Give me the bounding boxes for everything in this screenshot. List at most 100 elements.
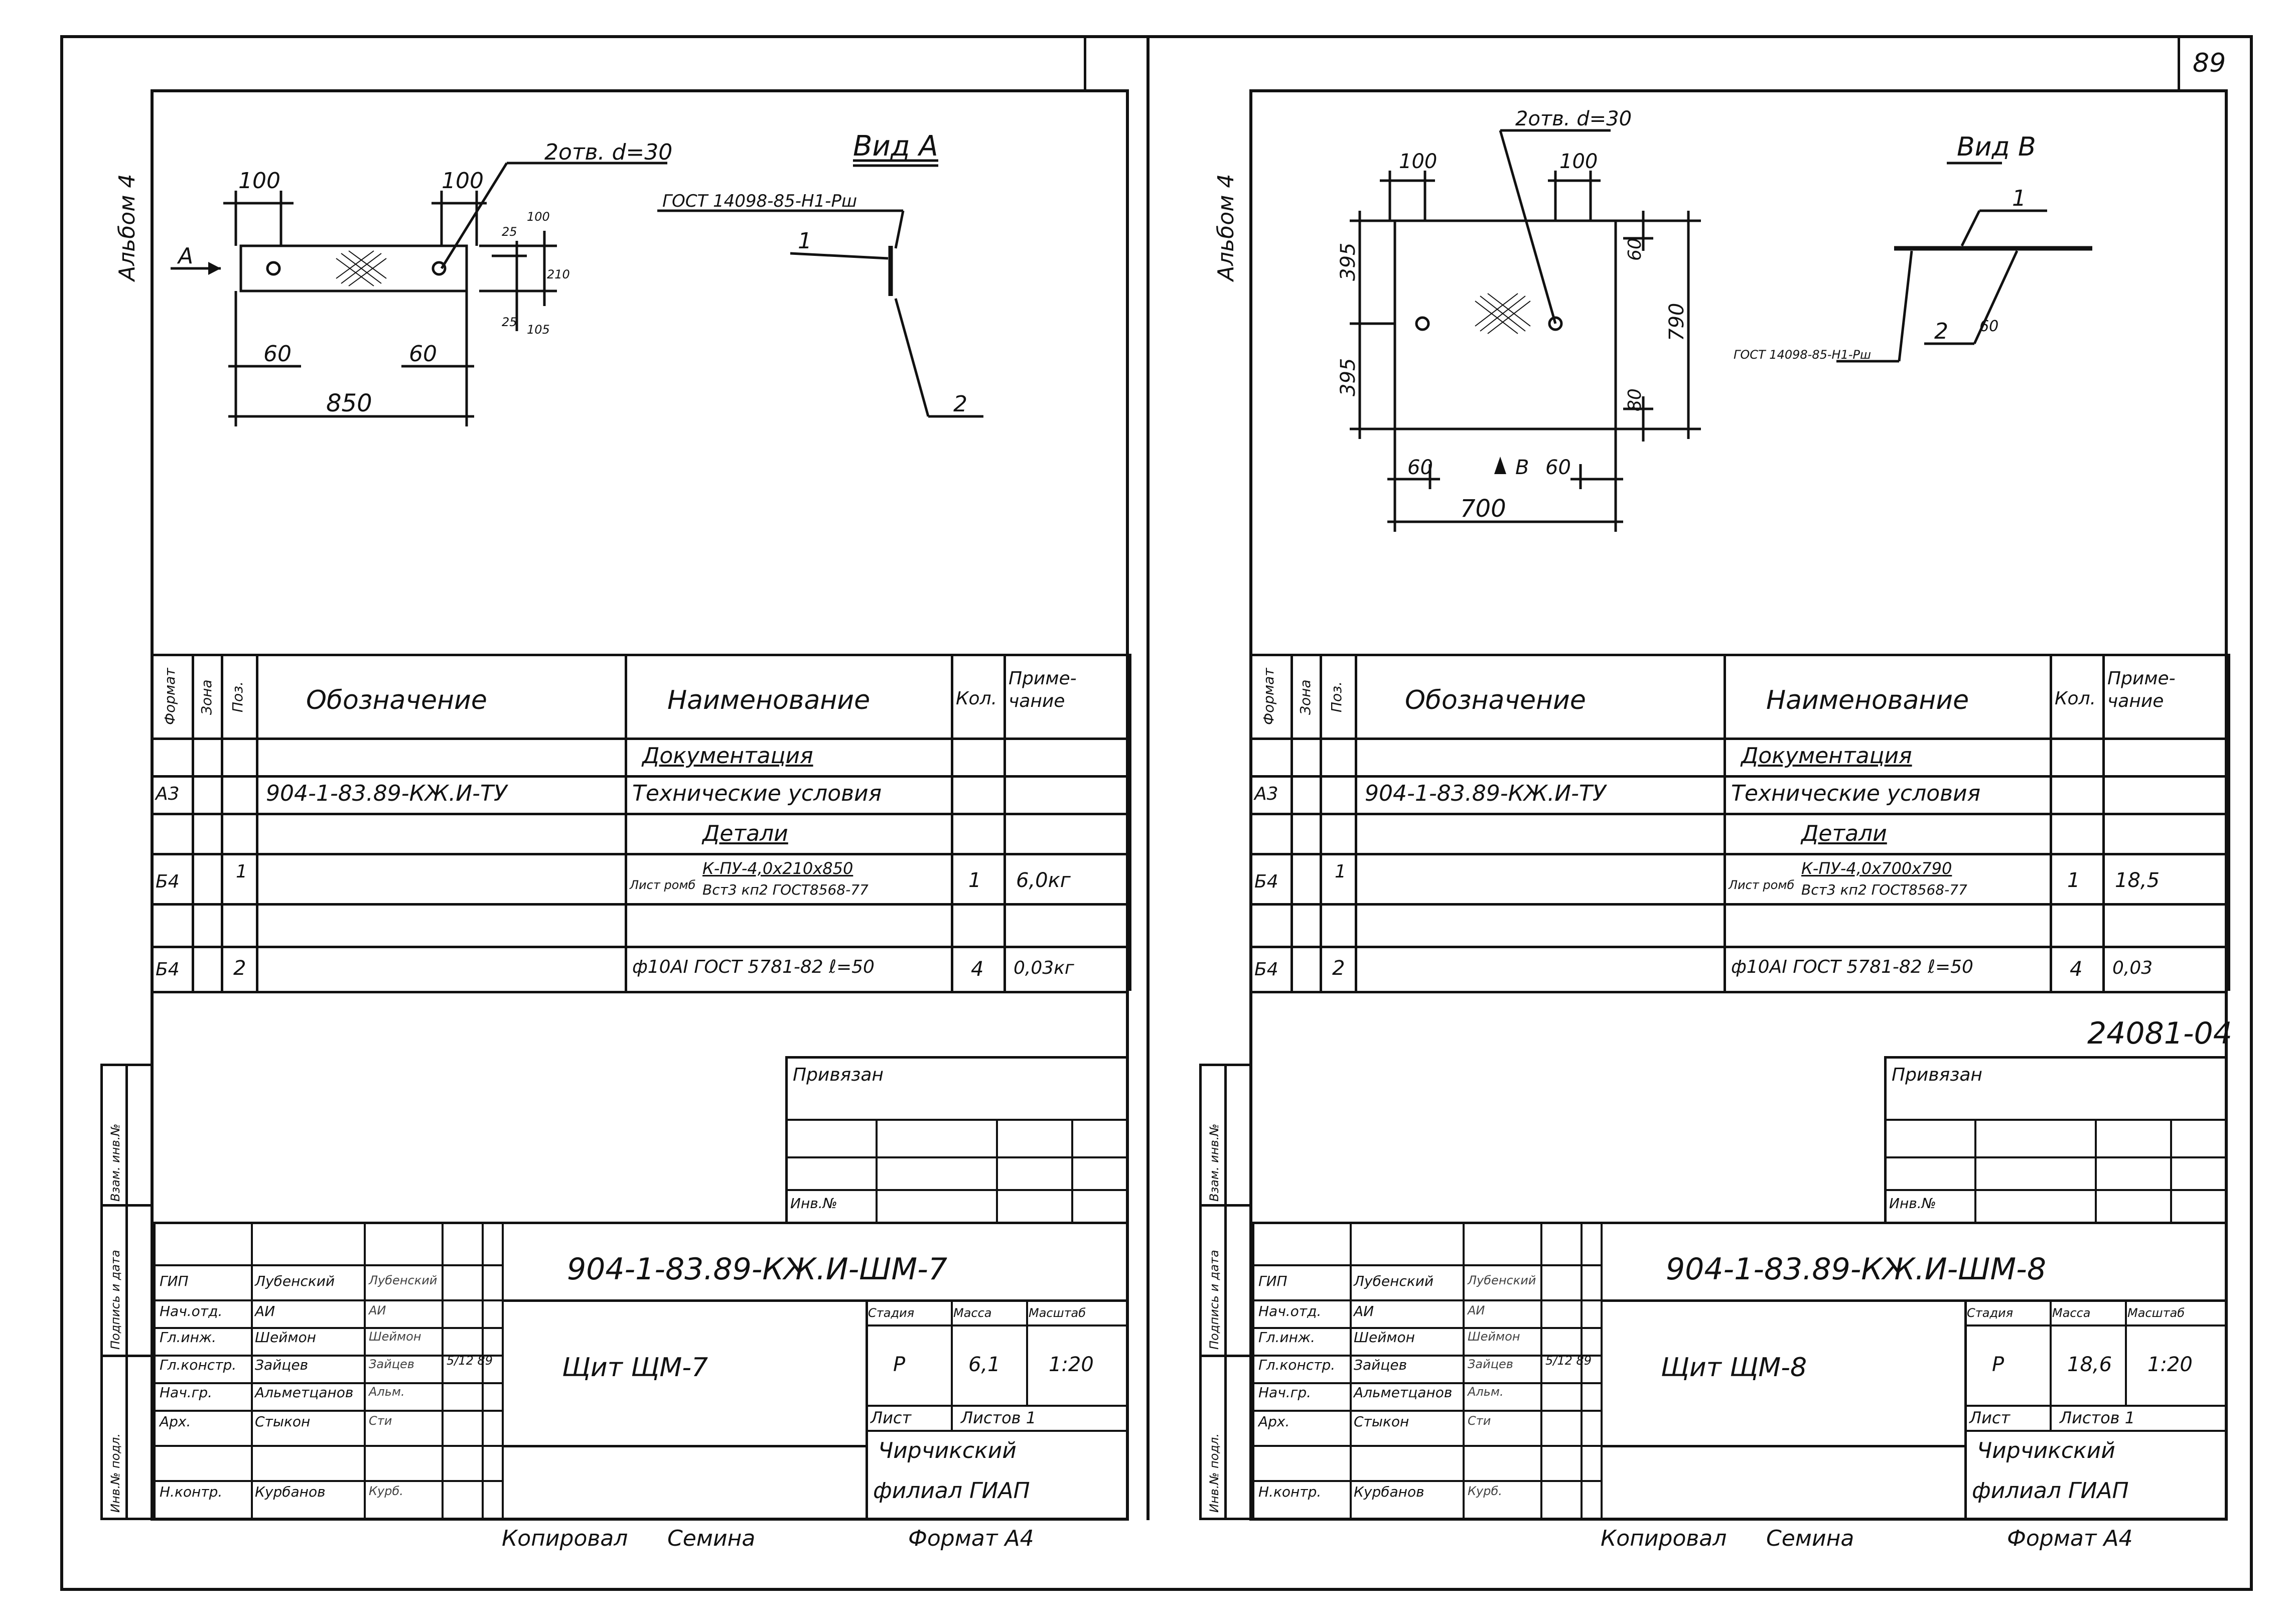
center-divider: [1146, 35, 1150, 1520]
footer-copier: Семина: [1766, 1526, 1854, 1551]
title-code: 904-1-83.89-КЖ.И-ШМ-8: [1666, 1252, 2046, 1287]
footer-copied: Копировал: [502, 1526, 628, 1551]
top-tab-divider: [1084, 35, 1086, 90]
spec-doc-name: Технические условия: [1731, 781, 1981, 806]
title-person-row-5: [1249, 1410, 1601, 1412]
spec-row-line-5: [151, 903, 1129, 906]
dim-text: 80: [1625, 388, 1645, 411]
person-name-7: Курбанов: [255, 1484, 326, 1500]
view-gost: ГОСТ 14098-85-Н1-Рш: [1734, 348, 1871, 362]
title-person-row-4: [1249, 1382, 1601, 1384]
drawing-shchm-8: 100 100 395 395 60 790 80 60 60 700 В 2о…: [1337, 107, 2092, 532]
spec-doc-name: Технические условия: [632, 781, 882, 806]
person-role-1: Нач.отд.: [1258, 1303, 1322, 1319]
person-name-5: Стыкон: [1354, 1413, 1409, 1430]
spec-header-format: Формат: [1260, 668, 1277, 725]
spec-r2-format: Б4: [156, 959, 180, 980]
inv-label: Инв.№: [790, 1195, 837, 1212]
title-stage: Р: [893, 1353, 906, 1376]
footer-format: Формат А4: [2007, 1526, 2133, 1551]
side-label-1: Подпись и дата: [1207, 1250, 1221, 1350]
side-strip-row-2: [100, 1355, 153, 1357]
title-org1: Чирчикский: [878, 1438, 1017, 1463]
footer-format: Формат А4: [908, 1526, 1034, 1551]
title-person-row-6: [1249, 1445, 1601, 1447]
spec-doc-section: Документация: [1741, 743, 1912, 769]
binding-row-1: [1884, 1156, 2228, 1158]
spec-col-line-7: [1129, 654, 1131, 991]
title-person-col-0: [1350, 1222, 1352, 1518]
dim-text: 25: [502, 315, 517, 329]
binding-col-1: [996, 1119, 998, 1222]
view-arrow-label: В: [1515, 456, 1529, 479]
hole-note: 2отв. d=30: [1515, 107, 1632, 130]
title-stage-left: [1964, 1299, 1967, 1518]
person-role-0: ГИП: [160, 1273, 189, 1289]
person-role-5: Арх.: [160, 1413, 191, 1430]
spec-r2-note: 0,03кг: [1014, 958, 1074, 978]
title-person-row-7: [1249, 1480, 1601, 1482]
dim-text: 60: [1979, 318, 1998, 335]
spec-r1-format: Б4: [1254, 871, 1278, 892]
spec-r2-pos: 2: [233, 957, 246, 980]
person-name-4: Альметцанов: [1354, 1384, 1453, 1401]
binding-col-0: [876, 1119, 878, 1222]
side-label-0: Взам. инв.№: [1207, 1123, 1221, 1202]
title-person-row-0: [151, 1264, 502, 1266]
side-label-2: Инв.№ подл.: [108, 1433, 122, 1513]
spec-row-line-2: [1249, 775, 2228, 778]
title-org1: Чирчикский: [1977, 1438, 2115, 1463]
hole-note: 2отв. d=30: [544, 139, 672, 165]
title-mass-h: Масса: [2052, 1306, 2091, 1320]
callout-2: 2: [953, 391, 967, 417]
person-sign-2: Шеймон: [369, 1330, 421, 1344]
inner-frame-right: [1126, 89, 1129, 1519]
title-person-col-0: [251, 1222, 253, 1518]
inv-label: Инв.№: [1889, 1195, 1936, 1212]
person-role-2: Гл.инж.: [1258, 1329, 1316, 1346]
inner-frame-right: [2225, 89, 2228, 1519]
plate-outline: [239, 244, 468, 292]
title-org2: филиал ГИАП: [873, 1478, 1030, 1504]
title-mass-h: Масса: [953, 1306, 992, 1320]
spec-header-format: Формат: [162, 668, 178, 725]
outer-frame-top: [60, 35, 2253, 38]
title-sheet-h: Лист: [871, 1408, 912, 1427]
person-role-3: Гл.констр.: [1258, 1357, 1336, 1373]
person-name-3: Зайцев: [255, 1357, 309, 1373]
person-sign-5: Сти: [369, 1414, 392, 1428]
spec-doc-section: Документация: [642, 743, 813, 769]
spec-header-zone: Зона: [1297, 679, 1314, 715]
spec-r1-name-bottom: Вст3 кп2 ГОСТ8568-77: [1801, 881, 1967, 898]
person-role-7: Н.контр.: [160, 1484, 223, 1500]
title-left-strip: [153, 1222, 156, 1518]
side-strip-outer: [100, 1064, 103, 1518]
dim-text: 790: [1665, 303, 1688, 341]
person-name-0: Лубенский: [255, 1273, 335, 1289]
title-person-row-6: [151, 1445, 502, 1447]
title-scale-h: Масштаб: [1029, 1306, 1086, 1320]
spec-row-line-1: [1249, 737, 2228, 740]
side-label-2: Инв.№ подл.: [1207, 1433, 1221, 1513]
dim-text: 395: [1337, 358, 1360, 396]
spec-col-line-6: [2102, 654, 2105, 991]
spec-col-line-2: [1320, 654, 1322, 991]
person-sign-1: АИ: [369, 1303, 386, 1317]
dim-text: 60: [1407, 456, 1433, 479]
spec-row-line-3: [1249, 813, 2228, 815]
side-strip-row-2: [1199, 1355, 1252, 1357]
dim-text: 25: [502, 225, 517, 239]
title-stage-left: [866, 1299, 868, 1518]
spec-row-line-0: [1249, 654, 2228, 656]
spec-col-line-3: [1355, 654, 1357, 991]
title-stage-col-1: [2125, 1299, 2127, 1405]
inner-frame-bottom: [1249, 1518, 2228, 1521]
view-gost: ГОСТ 14098-85-Н1-Рш: [662, 191, 857, 211]
person-role-0: ГИП: [1258, 1273, 1287, 1289]
person-role-1: Нач.отд.: [160, 1303, 223, 1319]
spec-r2-name: ф10АI ГОСТ 5781-82 ℓ=50: [632, 957, 875, 977]
title-stage-row3: [1964, 1430, 2228, 1432]
title-mass: 6,1: [968, 1353, 1000, 1376]
spec-col-line-1: [192, 654, 194, 991]
title-top: [1249, 1222, 2228, 1224]
